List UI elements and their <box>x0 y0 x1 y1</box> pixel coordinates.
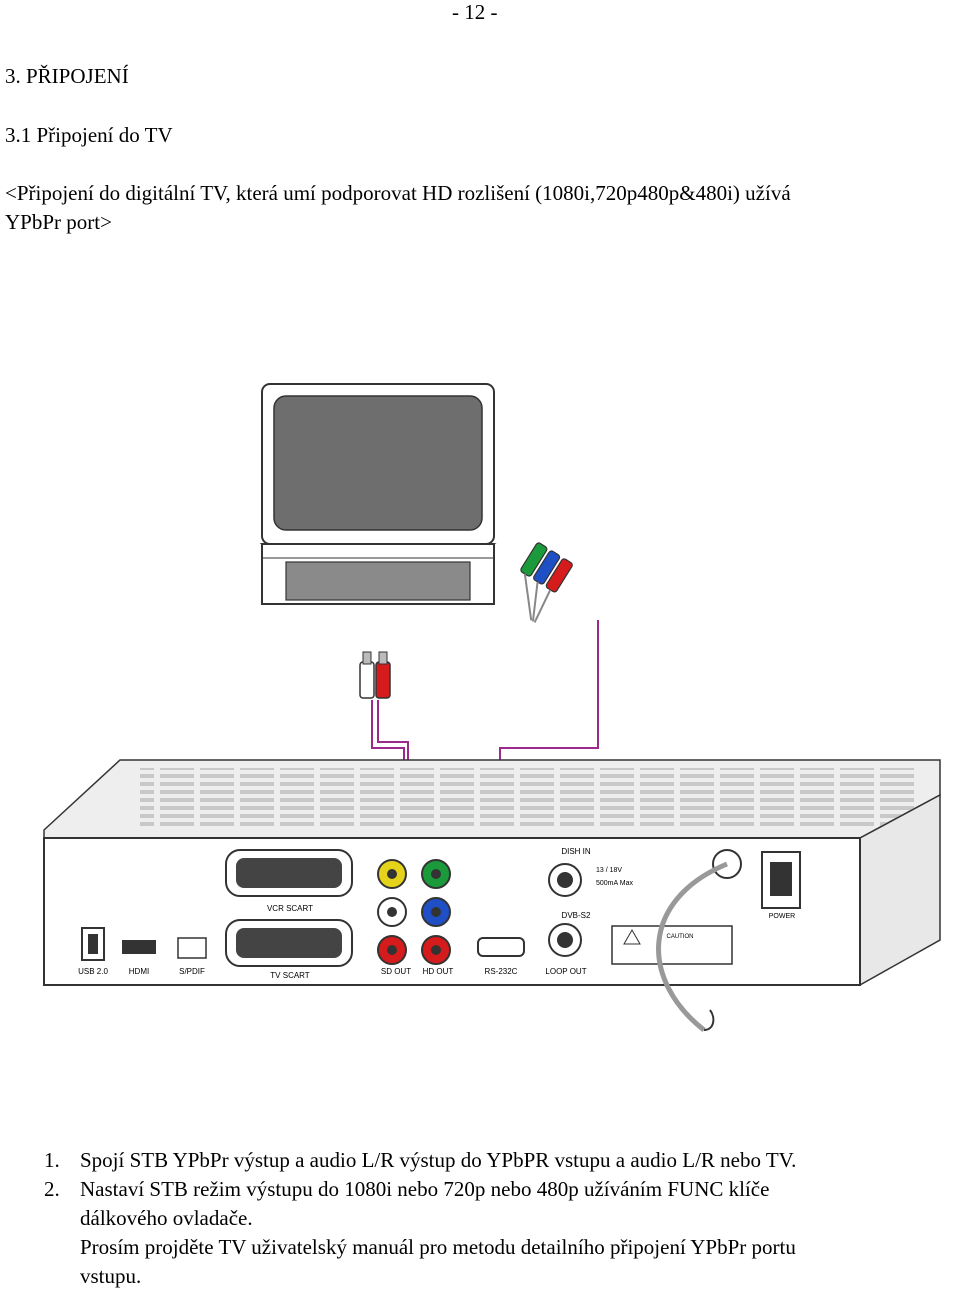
connection-diagram: VCR SCART TV SCART USB 2.0 HDMI S/PDIF S… <box>43 383 941 1032</box>
lnb-power-label: 13 / 18V <box>596 867 622 874</box>
power-label: POWER <box>769 913 795 920</box>
dish-in-label: DISH IN <box>561 847 591 856</box>
hd-out-jacks <box>421 859 451 965</box>
dvb-s2-label: DVB-S2 <box>562 911 591 920</box>
subsection-heading: 3.1 Připojení do TV <box>5 123 173 147</box>
step-1-number: 1. <box>44 1148 60 1172</box>
tv-illustration <box>259 383 497 605</box>
step-2-number: 2. <box>44 1177 60 1201</box>
rs232-label: RS-232C <box>485 967 518 976</box>
component-rca-plugs <box>520 542 573 623</box>
usb-label: USB 2.0 <box>78 967 108 976</box>
step-2-text: Nastaví STB režim výstupu do 1080i nebo … <box>80 1177 770 1201</box>
continuation-line-1: dálkového ovladače. <box>80 1206 253 1230</box>
spdif-label: S/PDIF <box>179 967 205 976</box>
lnb-current-label: 500mA Max <box>596 880 633 887</box>
continuation-line-3: vstupu. <box>80 1264 142 1288</box>
hdmi-label: HDMI <box>129 967 149 976</box>
tv-scart-label: TV SCART <box>270 971 310 980</box>
caution-label: CAUTION <box>667 934 694 940</box>
vcr-scart-label: VCR SCART <box>267 904 313 913</box>
intro-line-1: <Připojení do digitální TV, která umí po… <box>5 181 791 205</box>
intro-line-2: YPbPr port> <box>5 210 112 234</box>
continuation-line-2: Prosím projděte TV uživatelský manuál pr… <box>80 1235 796 1259</box>
audio-rca-plugs <box>359 651 391 699</box>
step-1-text: Spojí STB YPbPr výstup a audio L/R výstu… <box>80 1148 797 1172</box>
hd-out-label: HD OUT <box>423 967 454 976</box>
sd-out-jacks <box>377 859 407 965</box>
section-heading: 3. PŘIPOJENÍ <box>5 64 129 88</box>
sd-out-label: SD OUT <box>381 967 411 976</box>
receiver-illustration: VCR SCART TV SCART USB 2.0 HDMI S/PDIF S… <box>43 759 941 1032</box>
loop-out-label: LOOP OUT <box>545 967 586 976</box>
page-number: - 12 - <box>452 0 498 24</box>
